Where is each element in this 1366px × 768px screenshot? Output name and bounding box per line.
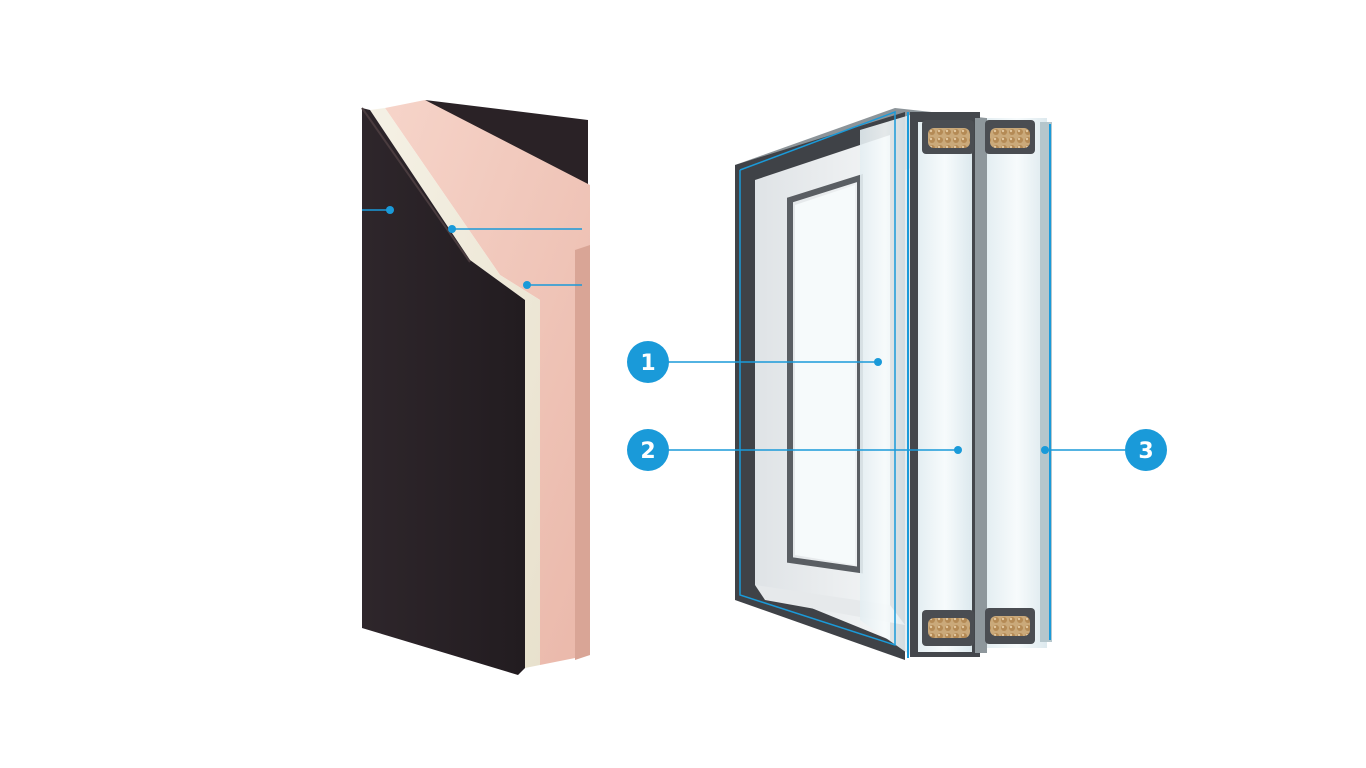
- pane-2-glass-edge: [975, 118, 987, 653]
- glass-edge-highlights: [739, 110, 1051, 658]
- door-inner-layer: [370, 108, 540, 668]
- callout-dot-foam-core: [523, 281, 531, 289]
- badge-1: 1: [627, 341, 669, 383]
- badge-3: 3: [1125, 429, 1167, 471]
- badge-1-label: 1: [640, 351, 655, 376]
- door-panel-cutaway: [361, 100, 590, 675]
- door-foam-edge: [575, 245, 590, 660]
- callout-dot-inner-layer: [448, 225, 456, 233]
- door-callouts: [362, 206, 582, 289]
- glazing-callouts: 1 2 3: [627, 341, 1167, 471]
- callout-dot-1: [874, 358, 882, 366]
- pane-3-gap: [987, 118, 1047, 648]
- spacer-top-1: [922, 120, 974, 154]
- badge-2-label: 2: [640, 439, 655, 464]
- door-skin-edge: [361, 107, 471, 263]
- glazing-inner-glass: [795, 185, 855, 565]
- callout-dot-outer-skin: [386, 206, 394, 214]
- spacer-bottom-1: [922, 610, 974, 646]
- pane-2-gap: [918, 122, 972, 652]
- badge-2: 2: [627, 429, 669, 471]
- pane-1-glass: [860, 115, 910, 655]
- spacer-top-2: [985, 120, 1035, 154]
- door-outer-skin: [362, 108, 525, 675]
- door-foam-core: [385, 100, 590, 665]
- callout-dot-3: [1041, 446, 1049, 454]
- badge-3-label: 3: [1138, 439, 1153, 464]
- spacer-bottom-2: [985, 608, 1035, 644]
- triple-glazing-unit: [735, 108, 1052, 660]
- callout-dot-2: [954, 446, 962, 454]
